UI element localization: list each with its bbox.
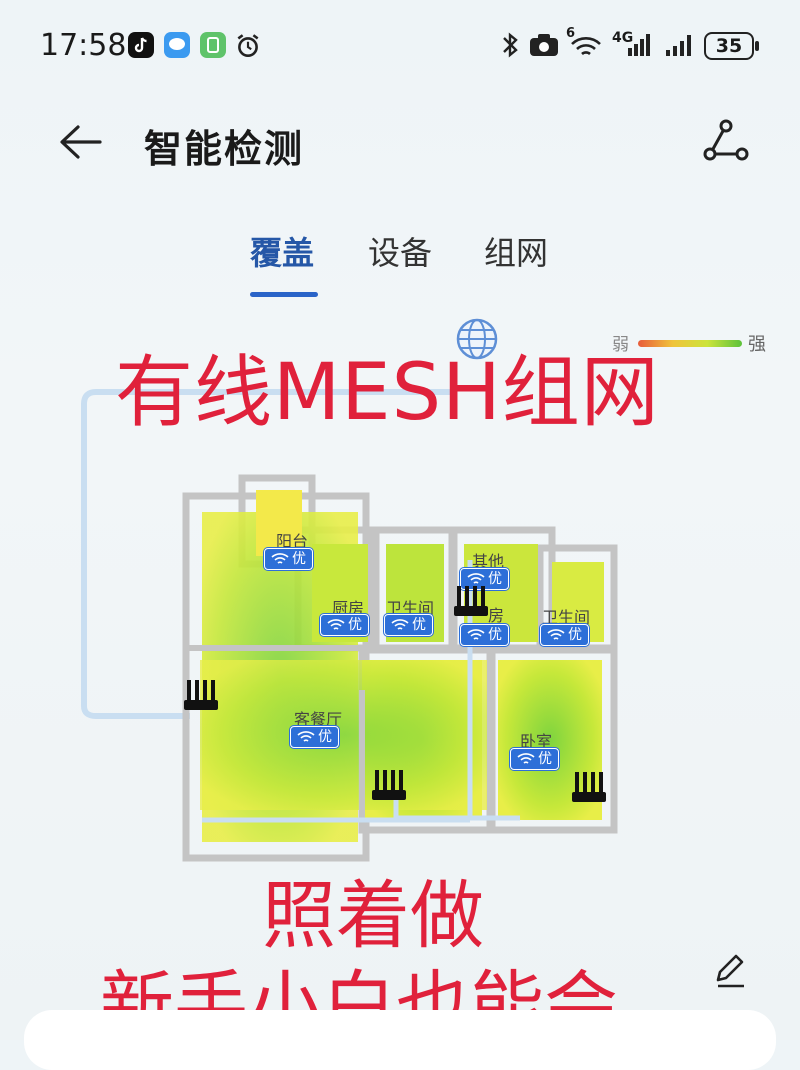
wifi-icon bbox=[271, 553, 289, 564]
wifi-icon bbox=[327, 619, 345, 630]
overlay-headline: 有线MESH组网 bbox=[115, 348, 660, 438]
wifi-six-badge: 6 bbox=[566, 26, 576, 41]
sim-app-icon bbox=[200, 32, 226, 58]
battery-indicator: 35 bbox=[704, 32, 759, 60]
status-time: 17:58 bbox=[40, 28, 127, 63]
signal-text: 优 bbox=[292, 551, 306, 567]
signal-badge-other[interactable]: 优 bbox=[460, 568, 509, 590]
signal-text: 优 bbox=[538, 751, 552, 767]
signal-text: 优 bbox=[348, 617, 362, 633]
tab-devices[interactable]: 设备 bbox=[368, 234, 433, 272]
room-label-bathroom-2: 卫生间 bbox=[542, 608, 591, 627]
wifi-icon bbox=[297, 731, 315, 742]
camera-icon bbox=[530, 34, 558, 56]
signal-badge-bedroom[interactable]: 优 bbox=[510, 748, 559, 770]
router-icon[interactable] bbox=[182, 678, 220, 712]
room-label-bathroom: 卫生间 bbox=[386, 599, 435, 618]
router-icon[interactable] bbox=[452, 584, 490, 618]
signal-text: 优 bbox=[488, 627, 502, 643]
signal-badge-bathroom-2[interactable]: 优 bbox=[540, 624, 589, 646]
status-bar: 17:58 6 4G 35 bbox=[0, 0, 800, 92]
signal-badge-kitchen[interactable]: 优 bbox=[320, 614, 369, 636]
room-label-living: 客餐厅 bbox=[294, 710, 343, 729]
wifi-icon bbox=[467, 629, 485, 640]
topology-icon[interactable] bbox=[700, 116, 752, 168]
wifi-icon bbox=[391, 619, 409, 630]
alarm-icon bbox=[234, 32, 260, 58]
wifi-status-icon bbox=[571, 37, 601, 56]
tab-indicator bbox=[250, 292, 318, 297]
overlay-line-2: 照着做 bbox=[262, 873, 484, 959]
back-arrow-icon[interactable] bbox=[56, 118, 104, 166]
signal-badge-bathroom[interactable]: 优 bbox=[384, 614, 433, 636]
legend-strong: 强 bbox=[748, 334, 766, 355]
page-title: 智能检测 bbox=[144, 127, 305, 171]
room-label-bedroom: 卧室 bbox=[520, 732, 553, 751]
router-icon[interactable] bbox=[370, 768, 408, 802]
router-icon[interactable] bbox=[570, 770, 608, 804]
room-label-other: 其他 bbox=[472, 552, 505, 571]
signal-text: 优 bbox=[568, 627, 582, 643]
bluetooth-icon bbox=[503, 32, 518, 58]
wifi-icon bbox=[547, 629, 565, 640]
signal-badge-living[interactable]: 优 bbox=[290, 726, 339, 748]
legend-gradient-bar bbox=[638, 340, 742, 347]
room-label-balcony: 阳台 bbox=[276, 532, 309, 551]
globe-icon bbox=[456, 318, 498, 360]
pencil-icon[interactable] bbox=[710, 950, 750, 990]
signal-text: 优 bbox=[318, 729, 332, 745]
signal-badge-balcony[interactable]: 优 bbox=[264, 548, 313, 570]
signal-text: 优 bbox=[412, 617, 426, 633]
room-label-room: 房 bbox=[488, 606, 505, 625]
wifi-icon bbox=[517, 753, 535, 764]
bottom-card bbox=[24, 1010, 776, 1070]
wifi-icon bbox=[467, 573, 485, 584]
legend-weak: 弱 bbox=[612, 335, 629, 355]
signal-badge-room[interactable]: 优 bbox=[460, 624, 509, 646]
signal-icon-1 bbox=[628, 34, 650, 56]
network-type: 4G bbox=[612, 30, 634, 46]
message-app-icon bbox=[164, 32, 190, 58]
tab-networking[interactable]: 组网 bbox=[484, 234, 549, 272]
signal-icon-2 bbox=[666, 35, 691, 56]
tiktok-icon bbox=[128, 32, 154, 58]
room-label-kitchen: 厨房 bbox=[332, 599, 365, 618]
tab-coverage[interactable]: 覆盖 bbox=[250, 234, 315, 272]
signal-text: 优 bbox=[488, 571, 502, 587]
